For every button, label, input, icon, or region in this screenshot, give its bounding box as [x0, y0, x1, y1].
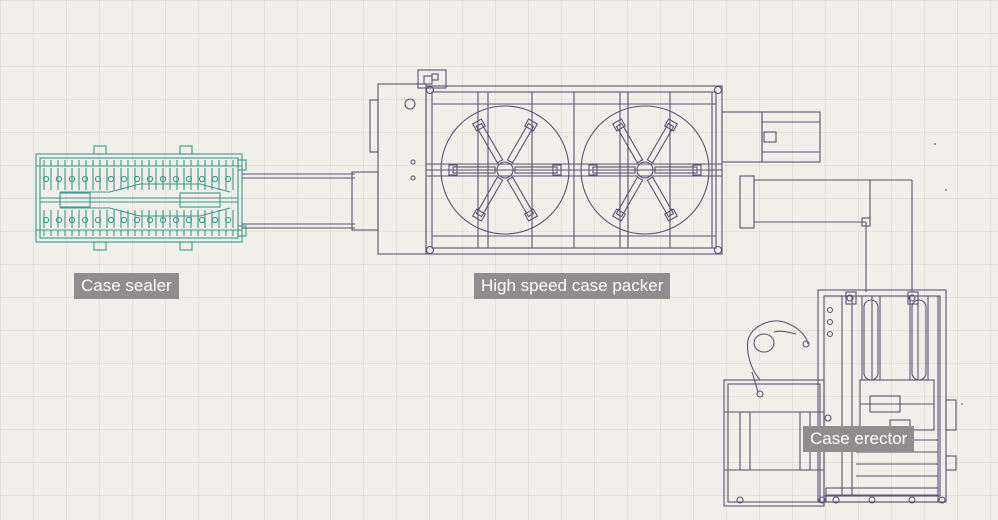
conveyor-sealer-packer: [242, 171, 379, 231]
case-packer-machine: [369, 69, 821, 255]
case-sealer-machine: [35, 145, 247, 251]
erector-bolts: [736, 414, 946, 504]
packer-corner-bolts: [425, 85, 723, 255]
sealer-tape-heads: [42, 175, 232, 224]
case-sealer-label: Case sealer: [74, 273, 179, 299]
operator-figure: [746, 320, 810, 398]
case-packer-label: High speed case packer: [474, 273, 671, 299]
case-erector-label: Case erector: [803, 426, 915, 452]
sealer-rollers: [43, 160, 234, 236]
packer-rotary-arms: [448, 118, 702, 222]
conveyor-packer-erector: [754, 179, 913, 292]
packer-frame-posts: [432, 92, 716, 248]
case-erector-machine: [723, 289, 957, 507]
reference-dots: [934, 143, 963, 405]
